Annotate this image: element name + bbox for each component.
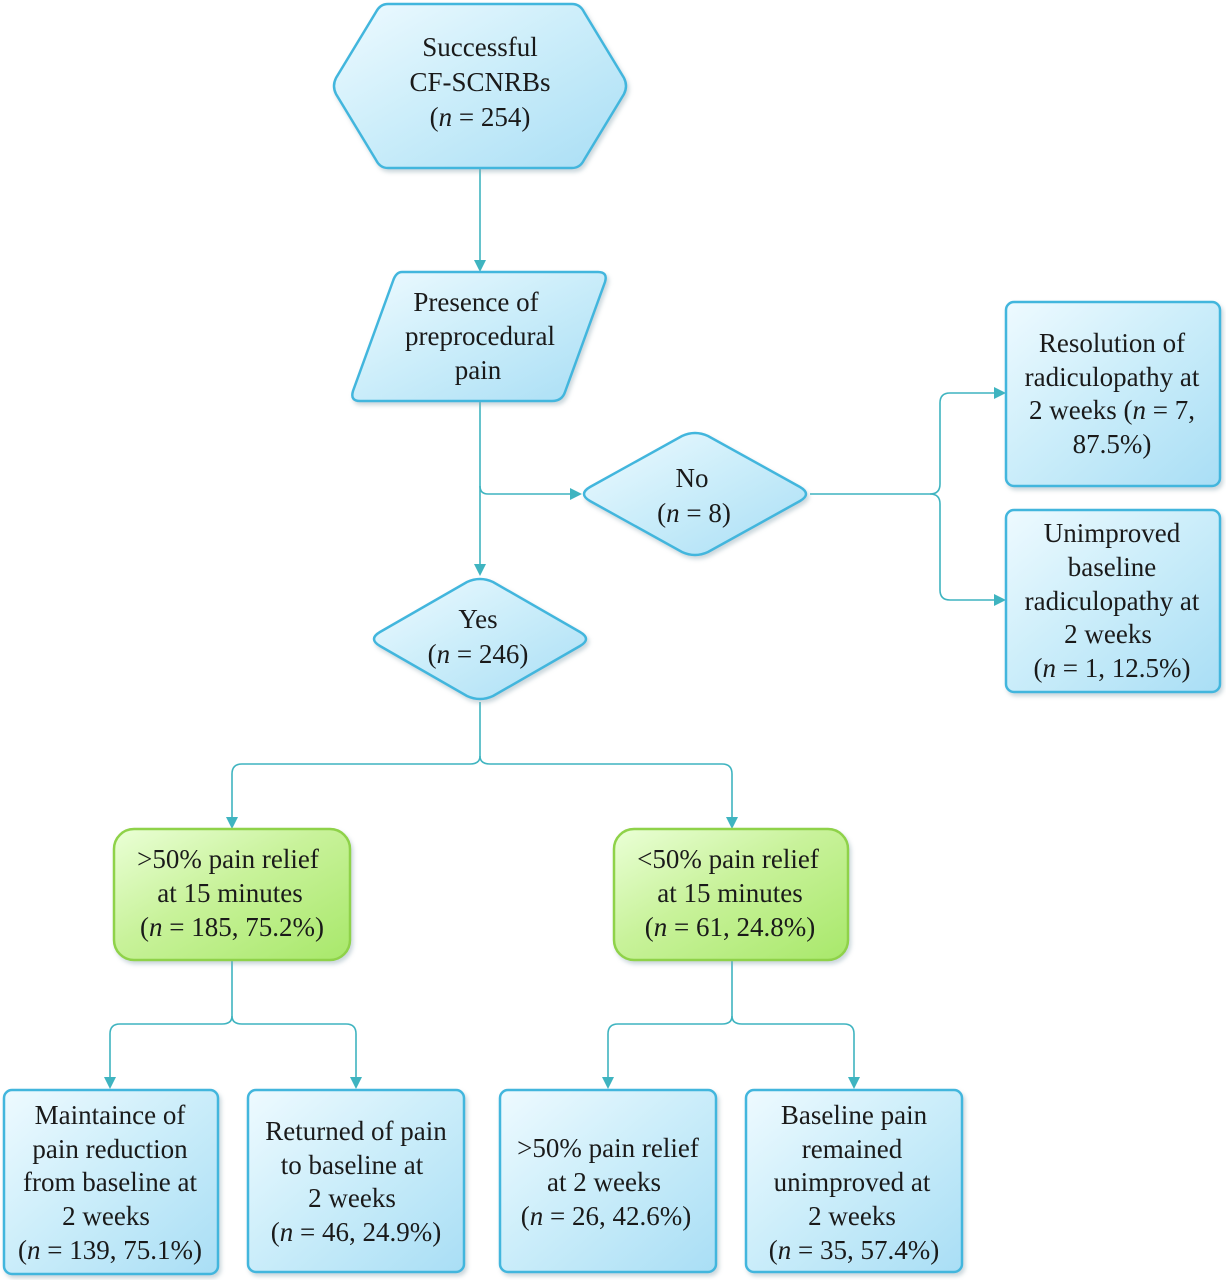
relief-lt50-15-line-2: at 15 minutes [657,878,802,908]
relief-gt50-2w-count: (n = 26, 42.6%) [521,1201,691,1231]
node-unimproved-radiculopathy: Unimproved baseline radiculopathy at 2 w… [1004,508,1222,694]
relief-lt50-15-count: (n = 61, 24.8%) [645,912,815,942]
start-line-1: Successful [422,32,537,62]
box-shape [2,1088,220,1276]
node-no: No (n = 8) [582,431,808,557]
baseline-line-2: remained [802,1134,903,1164]
returned-line-1: Returned of pain [265,1116,447,1146]
connectors [104,168,1006,1089]
resolution-line-2: radiculopathy at [1025,362,1200,392]
node-baseline-unimproved: Baseline pain remained unimproved at 2 w… [744,1088,964,1274]
baseline-line-4: 2 weeks [808,1201,896,1231]
box-shape [1004,508,1222,694]
node-presence: Presence of preprocedural pain [351,270,607,403]
node-resolution: Resolution of radiculopathy at 2 weeks (… [1004,300,1222,488]
returned-line-3: 2 weeks [308,1183,396,1213]
relief-gt50-15-line-2: at 15 minutes [157,878,302,908]
baseline-line-1: Baseline pain [781,1100,928,1130]
node-yes: Yes (n = 246) [372,577,588,701]
unimproved-line-3: radiculopathy at [1025,586,1200,616]
node-returned: Returned of pain to baseline at 2 weeks … [246,1088,466,1274]
unimproved-line-4: 2 weeks [1064,619,1152,649]
no-label: No [676,463,709,493]
no-count: (n = 8) [657,498,731,528]
resolution-line-4: 87.5%) [1073,429,1152,459]
unimproved-line-1: Unimproved [1044,518,1181,548]
box-shape [112,827,352,962]
relief-gt50-15-count: (n = 185, 75.2%) [140,912,324,942]
box-shape [498,1088,718,1274]
resolution-line-3: 2 weeks (n = 7, [1029,395,1195,425]
diamond-shape [372,577,588,701]
diamond-shape [582,431,808,557]
presence-line-2: preprocedural [405,321,555,351]
box-shape [612,827,850,962]
baseline-count: (n = 35, 57.4%) [769,1235,939,1265]
hexagon-shape [332,2,628,170]
node-relief-gt50-15min: >50% pain relief at 15 minutes (n = 185,… [112,827,352,962]
maintaince-line-4: 2 weeks [62,1201,150,1231]
yes-label: Yes [458,604,497,634]
maintaince-line-1: Maintaince of [35,1100,186,1130]
presence-line-1: Presence of [413,287,538,317]
yes-count: (n = 246) [428,639,529,669]
maintaince-count: (n = 139, 75.1%) [18,1235,202,1265]
box-shape [1004,300,1222,488]
start-count: (n = 254) [430,102,531,132]
unimproved-line-2: baseline [1068,552,1156,582]
unimproved-count: (n = 1, 12.5%) [1034,653,1191,683]
relief-gt50-2w-line-2: at 2 weeks [547,1167,661,1197]
node-relief-gt50-2weeks: >50% pain relief at 2 weeks (n = 26, 42.… [498,1088,718,1274]
node-maintaince: Maintaince of pain reduction from baseli… [2,1088,220,1276]
parallelogram-shape [351,270,607,403]
presence-line-3: pain [455,355,502,385]
maintaince-line-3: from baseline at [23,1167,197,1197]
node-relief-lt50-15min: <50% pain relief at 15 minutes (n = 61, … [612,827,850,962]
relief-gt50-15-line-1: >50% pain relief [137,844,319,874]
box-shape [744,1088,964,1274]
returned-line-2: to baseline at [281,1150,424,1180]
returned-count: (n = 46, 24.9%) [271,1217,441,1247]
maintaince-line-2: pain reduction [32,1134,188,1164]
baseline-line-3: unimproved at [774,1167,931,1197]
relief-gt50-2w-line-1: >50% pain relief [517,1133,699,1163]
node-start: Successful CF-SCNRBs (n = 254) [332,2,628,170]
start-line-2: CF-SCNRBs [409,67,550,97]
box-shape [246,1088,466,1274]
relief-lt50-15-line-1: <50% pain relief [637,844,819,874]
resolution-line-1: Resolution of [1039,328,1185,358]
